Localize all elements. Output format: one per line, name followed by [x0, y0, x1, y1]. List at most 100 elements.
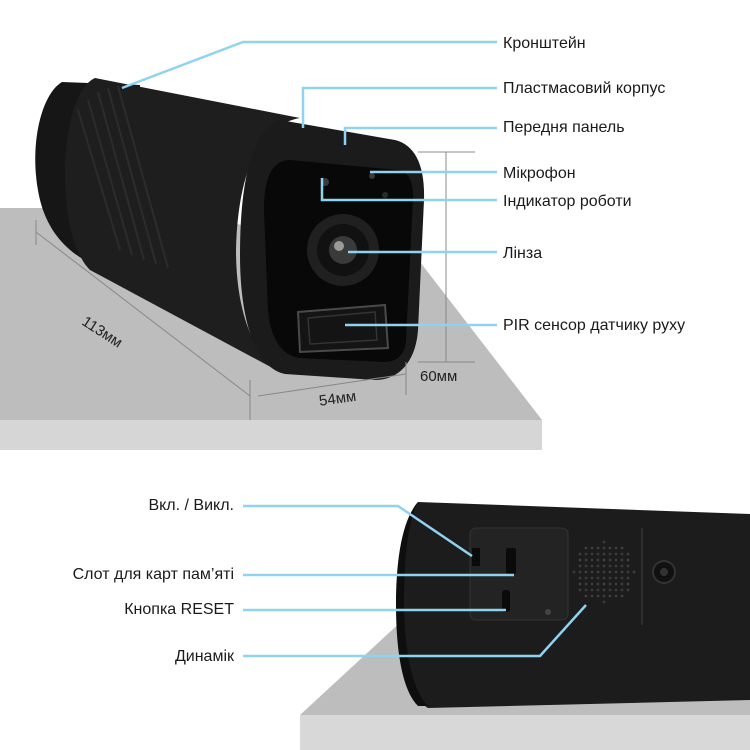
dimension-lines — [35, 151, 475, 420]
speaker-hole — [620, 546, 624, 550]
speaker-hole — [584, 576, 588, 580]
speaker-hole — [590, 594, 594, 598]
speaker-hole — [602, 594, 606, 598]
speaker-hole — [608, 546, 612, 550]
speaker-hole — [602, 552, 606, 556]
status-led-2 — [382, 192, 388, 198]
speaker-hole — [590, 570, 594, 574]
speaker-hole — [602, 588, 606, 592]
callout-speaker: Динамік — [174, 648, 234, 665]
speaker-hole — [590, 552, 594, 556]
sd-card-slot — [506, 548, 516, 574]
speaker-hole — [620, 576, 624, 580]
pir-sensor-window — [296, 303, 390, 354]
callout-memory-card-slot: Слот для карт пам’яті — [72, 566, 234, 583]
speaker-hole — [614, 546, 618, 550]
speaker-hole — [590, 576, 594, 580]
speaker-hole — [602, 576, 606, 580]
camera-underside — [396, 502, 750, 708]
speaker-hole — [626, 576, 630, 580]
speaker-hole — [614, 570, 618, 574]
speaker-hole — [632, 570, 636, 574]
speaker-hole — [602, 540, 606, 544]
status-led — [369, 173, 375, 179]
reset-button — [502, 590, 510, 612]
top-platform-edge — [0, 420, 542, 450]
callout-power-switch: Вкл. / Викл. — [148, 497, 234, 514]
speaker-hole — [626, 558, 630, 562]
mount-socket — [652, 560, 676, 584]
callout-pir-sensor: PIR сенсор датчику руху — [503, 317, 686, 334]
speaker-hole — [614, 564, 618, 568]
speaker-hole — [614, 588, 618, 592]
speaker-hole — [614, 594, 618, 598]
reset-icon — [545, 609, 551, 615]
speaker-hole — [578, 552, 582, 556]
speaker-hole — [590, 588, 594, 592]
callout-microphone: Мікрофон — [503, 165, 576, 182]
speaker-hole — [602, 570, 606, 574]
speaker-hole — [584, 546, 588, 550]
speaker-hole — [596, 552, 600, 556]
speaker-hole — [608, 564, 612, 568]
speaker-hole — [608, 558, 612, 562]
speaker-hole — [620, 588, 624, 592]
speaker-hole — [572, 570, 576, 574]
callout-reset-button: Кнопка RESET — [124, 601, 234, 618]
speaker-hole — [608, 582, 612, 586]
callout-bracket: Кронштейн — [503, 35, 586, 52]
speaker-hole — [590, 582, 594, 586]
speaker-hole — [602, 600, 606, 604]
speaker-hole — [626, 588, 630, 592]
speaker-hole — [590, 546, 594, 550]
speaker-hole — [590, 564, 594, 568]
speaker-hole — [614, 552, 618, 556]
speaker-hole — [596, 582, 600, 586]
speaker-hole — [608, 594, 612, 598]
speaker-hole — [620, 552, 624, 556]
speaker-hole — [608, 552, 612, 556]
speaker-hole — [602, 564, 606, 568]
speaker-hole — [608, 576, 612, 580]
speaker-hole — [584, 564, 588, 568]
speaker-hole — [620, 582, 624, 586]
speaker-hole — [578, 564, 582, 568]
callout-lens: Лінза — [503, 245, 543, 262]
speaker-hole — [584, 588, 588, 592]
speaker-hole — [602, 582, 606, 586]
speaker-hole — [578, 582, 582, 586]
callout-front-panel: Передня панель — [503, 119, 625, 136]
speaker-hole — [626, 570, 630, 574]
speaker-hole — [596, 558, 600, 562]
speaker-hole — [596, 564, 600, 568]
speaker-hole — [620, 594, 624, 598]
speaker-hole — [614, 582, 618, 586]
speaker-hole — [578, 576, 582, 580]
speaker-hole — [584, 558, 588, 562]
speaker-hole — [602, 546, 606, 550]
leader-lines — [121, 40, 587, 658]
speaker-hole — [614, 558, 618, 562]
speaker-hole — [614, 576, 618, 580]
speaker-hole — [626, 552, 630, 556]
speaker-hole — [578, 588, 582, 592]
speaker-hole — [596, 570, 600, 574]
speaker-hole — [590, 558, 594, 562]
speaker-hole — [620, 558, 624, 562]
speaker-hole — [596, 576, 600, 580]
speaker-hole — [608, 570, 612, 574]
bottom-platform-edge — [300, 715, 750, 750]
speaker-hole — [584, 570, 588, 574]
speaker-hole — [626, 582, 630, 586]
speaker-hole — [578, 558, 582, 562]
speaker-hole — [584, 594, 588, 598]
callout-status-indicator: Індикатор роботи — [503, 193, 632, 210]
speaker-hole — [626, 564, 630, 568]
power-switch — [472, 548, 480, 566]
speaker-grille — [572, 540, 636, 604]
camera-lens — [307, 214, 379, 286]
speaker-hole — [602, 558, 606, 562]
callout-plastic-housing: Пластмасовий корпус — [503, 80, 666, 97]
speaker-hole — [596, 594, 600, 598]
